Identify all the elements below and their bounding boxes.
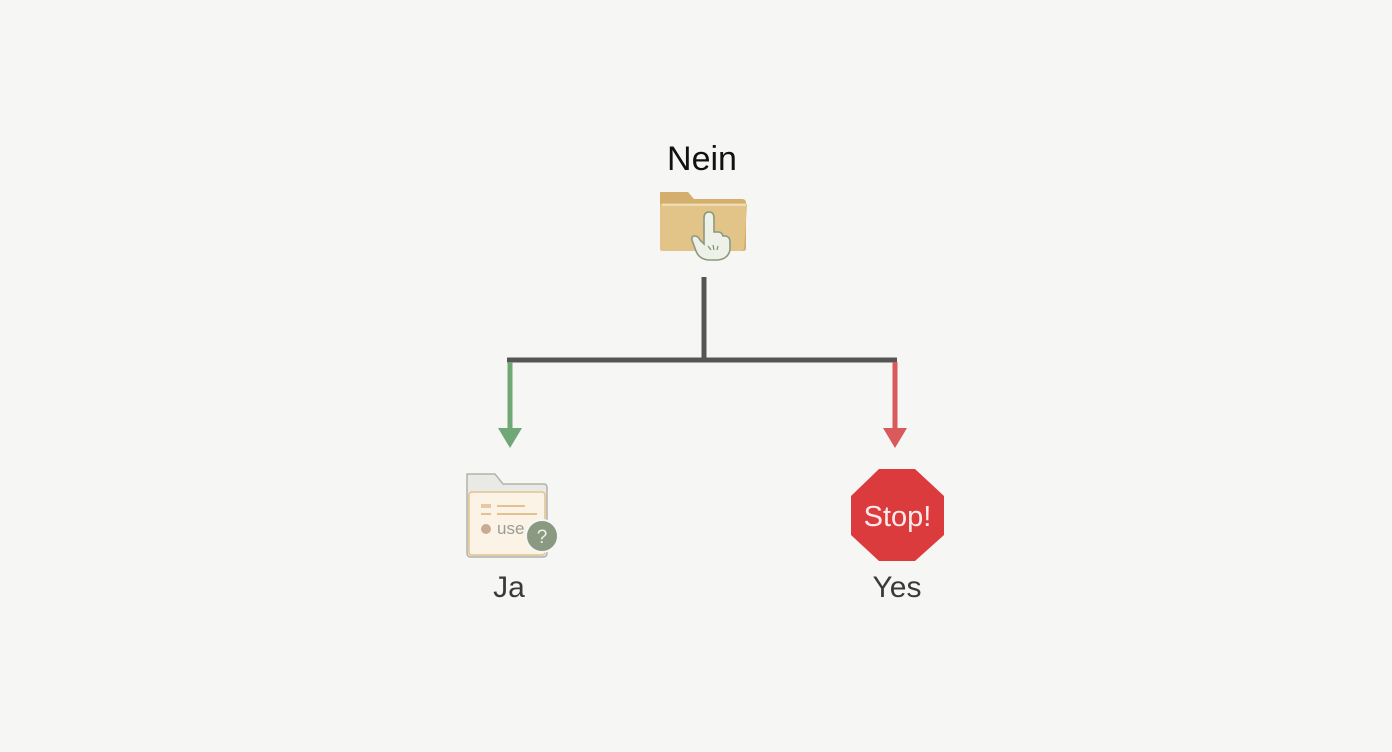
arrow-down-green-icon: [498, 362, 522, 448]
root-node-label: Nein: [667, 140, 737, 178]
tree-connectors: [507, 277, 897, 363]
arrow-down-red-icon: [883, 362, 907, 448]
branch-label-right: Yes: [872, 571, 922, 604]
stop-sign-icon: Stop!: [851, 469, 944, 561]
svg-text:use: use: [497, 519, 524, 538]
svg-text:?: ?: [537, 527, 548, 548]
branch-label-left: Ja: [493, 571, 525, 604]
folder-document-question-icon: use ?: [466, 473, 559, 558]
svg-text:Stop!: Stop!: [864, 501, 932, 533]
folder-hand-pointer-icon: [660, 192, 748, 261]
